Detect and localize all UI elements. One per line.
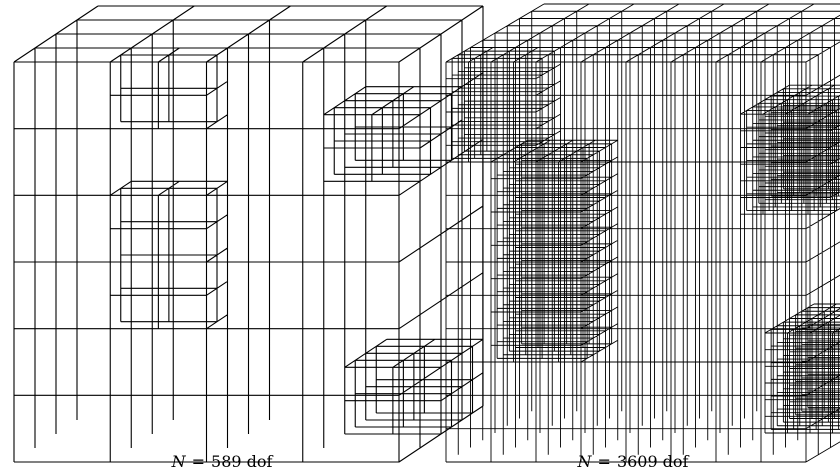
fine-mesh-panel <box>446 4 840 462</box>
coarse-mesh-wireframe <box>14 6 483 462</box>
coarse-mesh-panel <box>14 6 483 462</box>
fine-mesh-wireframe <box>446 4 840 462</box>
